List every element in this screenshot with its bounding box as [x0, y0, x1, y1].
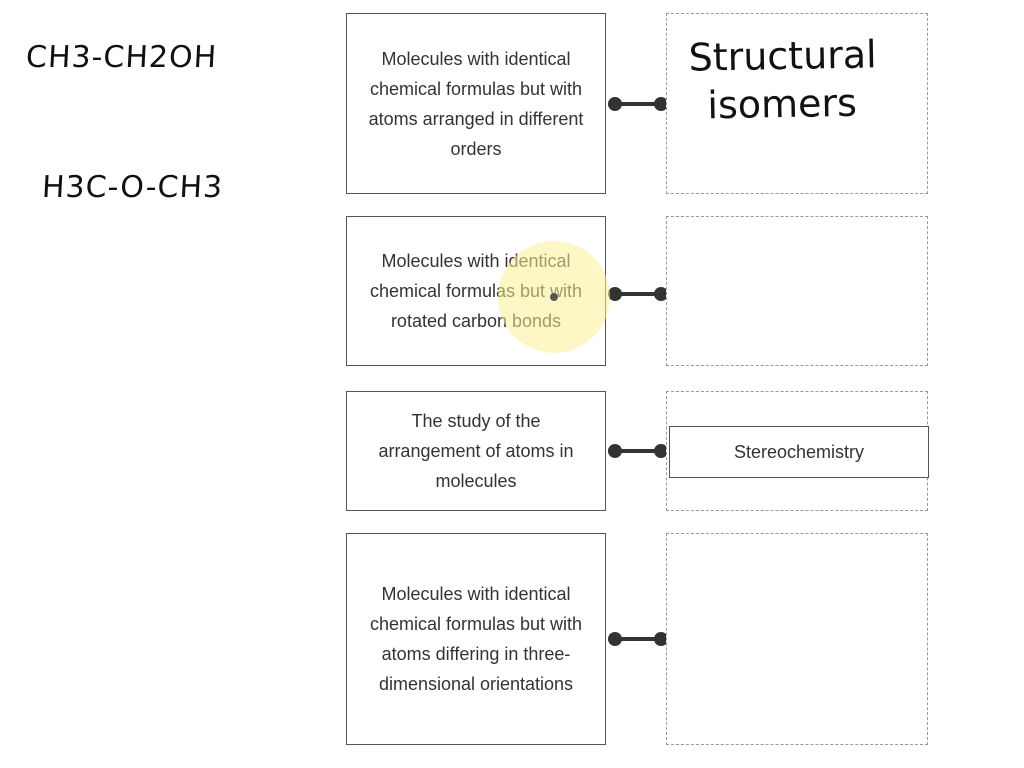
definition-text: The study of the arrangement of atoms in… — [378, 411, 574, 491]
handwritten-line-1: Structural — [688, 32, 878, 80]
definition-text: Molecules with identical chemical formul… — [369, 584, 583, 694]
ethanol-formula: CH3-CH2OH — [25, 40, 219, 75]
handwritten-answer: Structural isomers — [688, 30, 878, 129]
definition-card-structural: Molecules with identical chemical formul… — [346, 13, 606, 194]
handwritten-line-2: isomers — [707, 80, 858, 128]
definition-text: Molecules with identical chemical formul… — [369, 251, 583, 331]
match-connector — [608, 444, 668, 458]
stereochemistry-answer-card[interactable]: Stereochemistry — [669, 426, 929, 478]
definition-card-conformational: Molecules with identical chemical formul… — [346, 216, 606, 366]
definition-card-stereochemistry: The study of the arrangement of atoms in… — [346, 391, 606, 511]
answer-drop-zone-3[interactable]: Stereochemistry — [666, 391, 929, 511]
match-connector — [608, 97, 668, 111]
definition-text: Molecules with identical chemical formul… — [368, 48, 584, 159]
match-connector — [608, 287, 668, 301]
match-connector — [608, 632, 668, 646]
definition-card-stereoisomers: Molecules with identical chemical formul… — [346, 533, 606, 745]
answer-drop-zone-2[interactable] — [666, 216, 928, 366]
dimethyl-ether-formula: H3C-O-CH3 — [41, 170, 225, 205]
answer-drop-zone-1[interactable]: Structural isomers — [666, 13, 928, 194]
answer-drop-zone-4[interactable] — [666, 533, 928, 745]
